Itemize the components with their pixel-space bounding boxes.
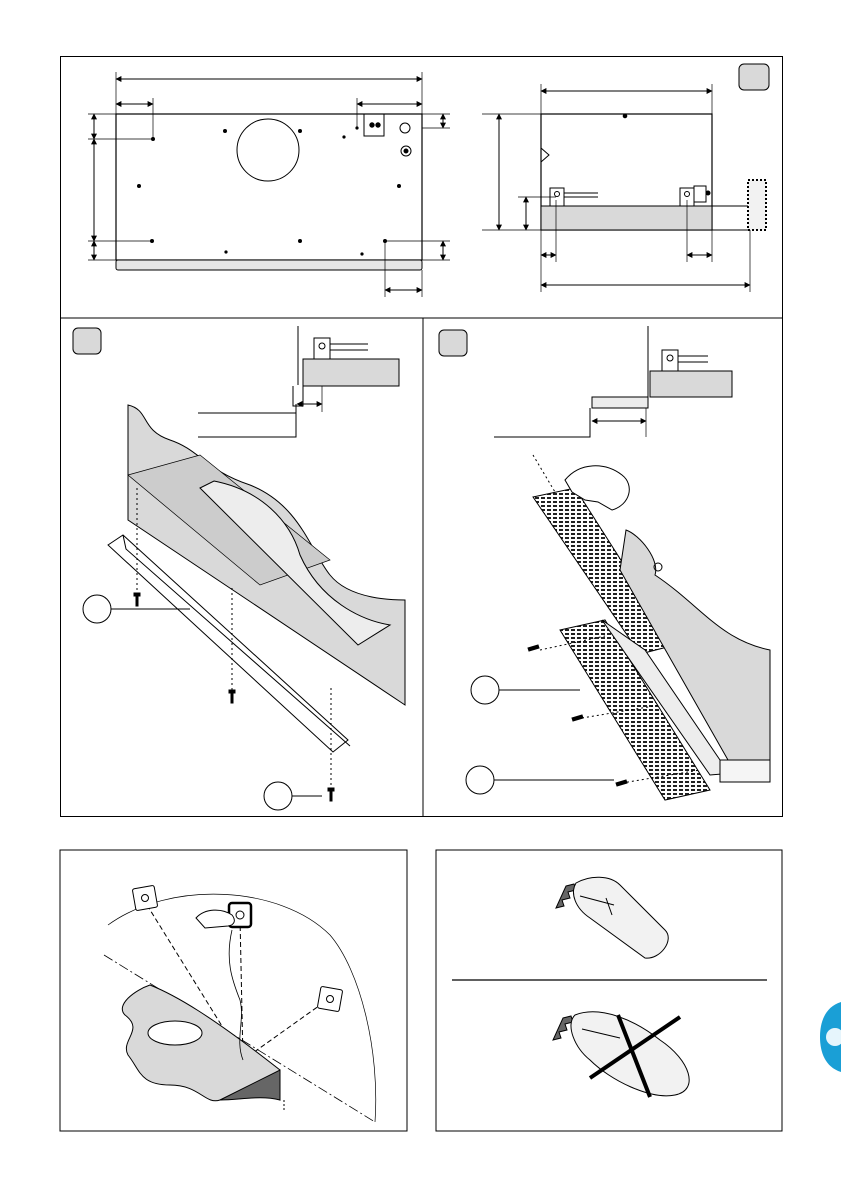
bracket-clip bbox=[550, 186, 710, 206]
step-badge bbox=[739, 64, 769, 90]
callout-circle bbox=[264, 782, 292, 810]
bulb-tubular-allowed bbox=[556, 877, 668, 958]
wall-bracket-plate bbox=[317, 986, 342, 1011]
wall-bracket-positioning bbox=[104, 885, 376, 1122]
grille-filter-installation bbox=[439, 326, 770, 800]
hood-front-strip bbox=[116, 260, 422, 270]
chimney-dotted-box bbox=[748, 180, 766, 230]
dimension-plan-view bbox=[88, 72, 450, 297]
hand-illustration bbox=[196, 910, 234, 928]
step-badge bbox=[73, 328, 101, 354]
callout-circle bbox=[471, 676, 499, 704]
step-badge bbox=[439, 330, 467, 356]
front-bracket-installation bbox=[73, 326, 405, 810]
filter-depth-box bbox=[712, 206, 750, 230]
bulb-candle-forbidden bbox=[553, 1012, 689, 1097]
callout-circle bbox=[466, 766, 494, 794]
hood-side-panel bbox=[541, 206, 712, 230]
language-tab-icon bbox=[820, 1002, 841, 1072]
callout-circle bbox=[83, 595, 111, 623]
dimension-side-view bbox=[482, 64, 769, 292]
wall-bracket-plate bbox=[132, 885, 157, 910]
fan-outlet-circle bbox=[237, 119, 299, 181]
